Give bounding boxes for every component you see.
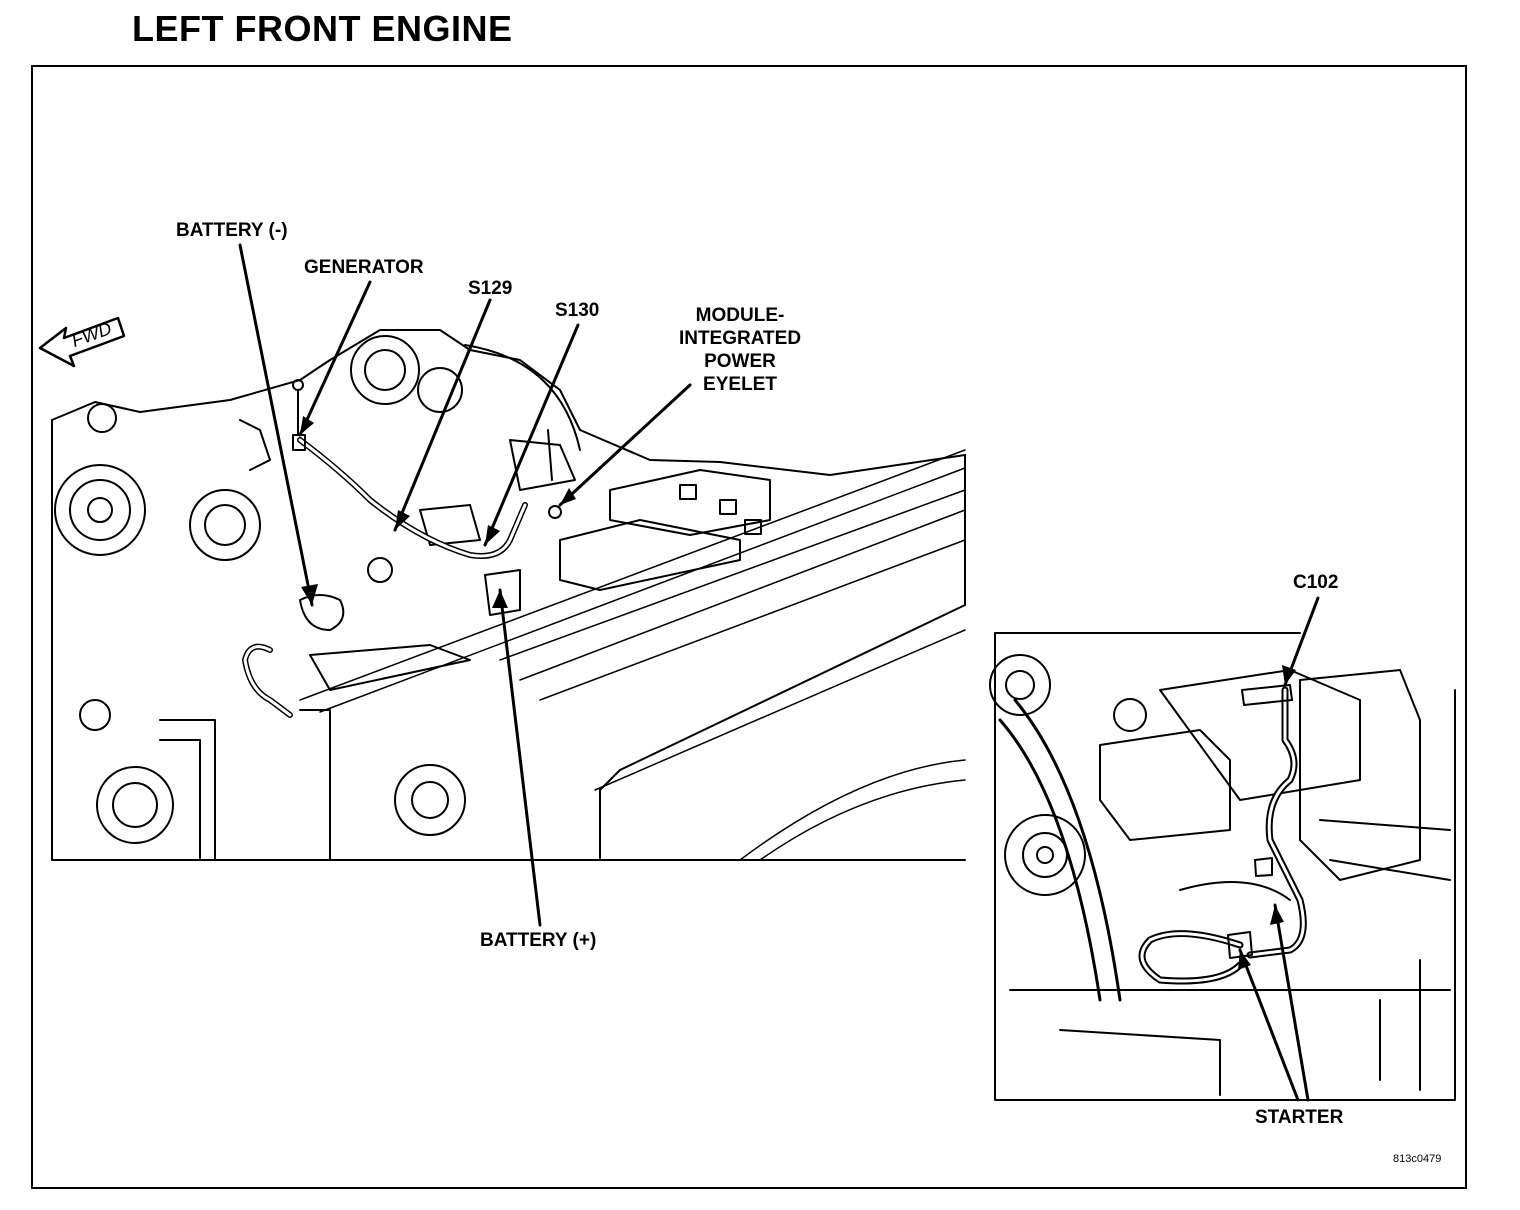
page-title: LEFT FRONT ENGINE	[132, 8, 513, 49]
label-battery-positive: BATTERY (+)	[480, 930, 597, 951]
leader-lines	[238, 243, 1320, 1102]
leader-starter-a	[1238, 948, 1300, 1102]
fwd-arrow-icon	[38, 316, 126, 368]
leader-arrowheads	[300, 416, 1296, 970]
leader-battery-neg	[238, 243, 314, 607]
label-s129: S129	[468, 278, 513, 299]
diagram-frame	[31, 65, 1467, 1189]
inset-starter-view	[989, 632, 1456, 1101]
main-engine-view	[51, 329, 966, 861]
leader-generator	[298, 280, 372, 437]
label-generator: GENERATOR	[304, 257, 424, 278]
label-s130: S130	[555, 300, 600, 321]
label-starter: STARTER	[1255, 1107, 1344, 1128]
leader-battery-pos	[498, 588, 542, 927]
figure-id: 813c0479	[1393, 1153, 1442, 1165]
leader-s129	[393, 298, 492, 532]
label-module-integrated-power-eyelet: MODULE- INTEGRATED POWER EYELET	[678, 305, 802, 395]
leader-s130	[483, 323, 580, 547]
label-battery-negative: BATTERY (-)	[176, 220, 288, 241]
fwd-label: FWD	[69, 318, 114, 351]
leader-starter-b	[1273, 903, 1310, 1102]
label-c102: C102	[1293, 572, 1339, 593]
leader-module-eyelet	[558, 383, 692, 507]
